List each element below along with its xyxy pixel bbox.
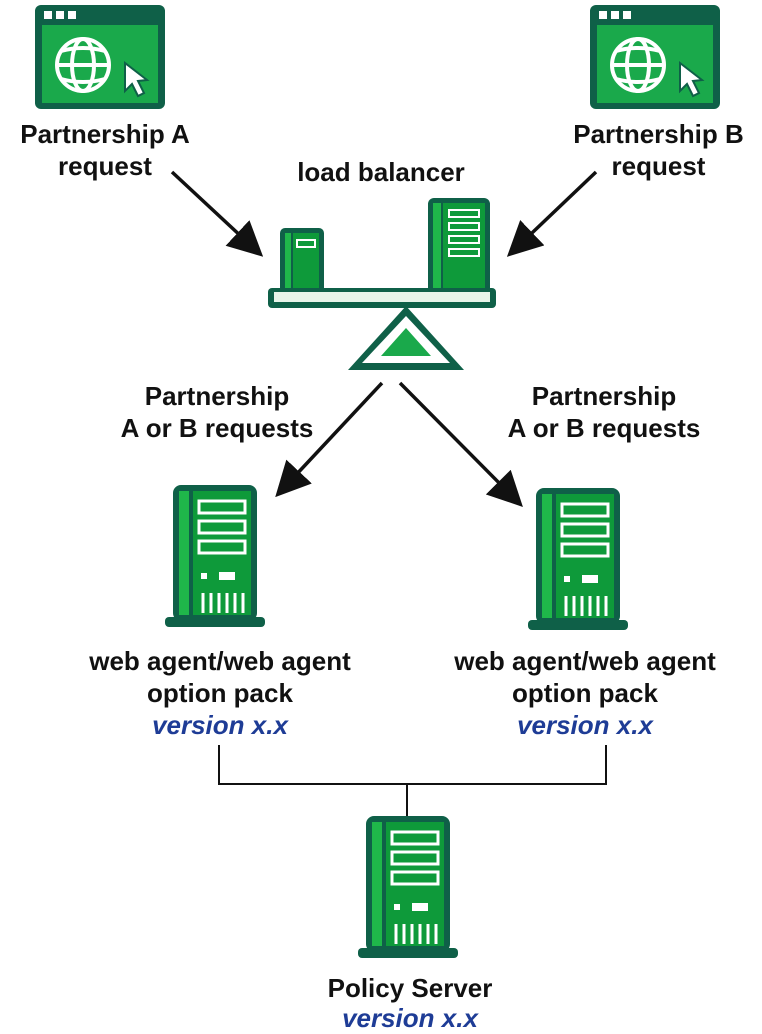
server-icon	[526, 486, 630, 632]
agent-left-label-line1: web agent/web agent	[89, 646, 351, 676]
partnership-b-label-line2: request	[611, 151, 706, 181]
edge-right-label: Partnership A or B requests	[487, 380, 721, 444]
edge-left-label: Partnership A or B requests	[100, 380, 334, 444]
partnership-b-label: Partnership B request	[555, 118, 762, 182]
agent-left-version: version x.x	[152, 710, 288, 740]
agent-connector-line	[218, 745, 607, 785]
load-balancer-icon	[268, 198, 496, 370]
partnership-a-label-line2: request	[58, 151, 152, 181]
edge-left-label-line2: A or B requests	[120, 413, 314, 443]
partnership-a-label: Partnership A request	[0, 118, 210, 182]
partnership-a-label-line1: Partnership A	[20, 119, 190, 149]
server-icon	[163, 483, 267, 629]
edge-left-label-line1: Partnership	[144, 381, 290, 411]
arrow-lb-to-left-agent	[275, 381, 384, 498]
load-balancer-label: load balancer	[297, 157, 465, 187]
policy-server-label: Policy Server	[327, 973, 493, 1003]
agent-left-label: web agent/web agent option pack	[60, 645, 380, 709]
edge-right-label-line1: Partnership	[531, 381, 677, 411]
arrow-b-to-lb	[506, 170, 598, 257]
edge-right-label-line2: A or B requests	[507, 413, 701, 443]
partnership-b-label-line1: Partnership B	[573, 119, 744, 149]
agent-right-label-line1: web agent/web agent	[454, 646, 716, 676]
agent-left-label-line2: option pack	[147, 678, 293, 708]
agent-right-label: web agent/web agent option pack	[425, 645, 745, 709]
arrow-a-to-lb	[170, 170, 264, 257]
agent-right-version: version x.x	[517, 710, 653, 740]
browser-window-icon	[588, 3, 722, 111]
policy-server-version: version x.x	[342, 1003, 478, 1033]
agent-right-label-line2: option pack	[512, 678, 658, 708]
arrow-lb-to-right-agent	[398, 381, 523, 507]
server-icon	[356, 814, 460, 960]
browser-window-icon	[33, 3, 167, 111]
